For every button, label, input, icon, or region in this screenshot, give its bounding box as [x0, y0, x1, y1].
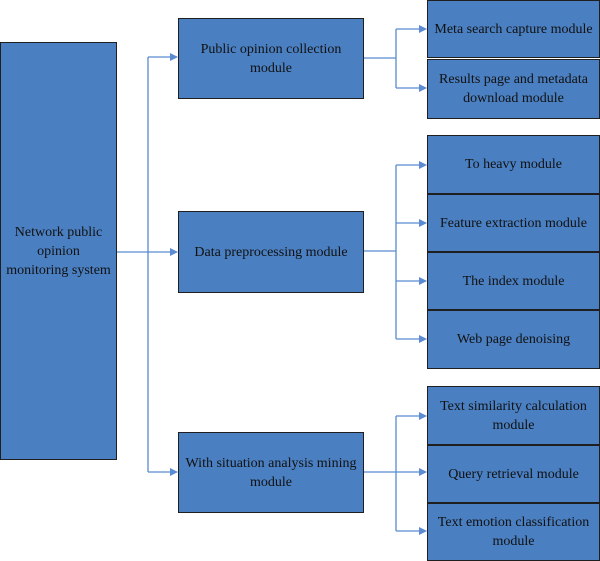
- submodule-meta-search-capture: Meta search capture module: [427, 0, 600, 58]
- module-situation-analysis-mining: With situation analysis mining module: [178, 432, 364, 513]
- submodule-to-heavy: To heavy module: [427, 135, 600, 194]
- submodule-label: Results page and metadata download modul…: [439, 72, 588, 106]
- connector-situation-to-children: [364, 412, 427, 535]
- submodule-label: To heavy module: [465, 157, 562, 172]
- submodule-index: The index module: [427, 252, 600, 310]
- submodule-results-page-metadata-download: Results page and metadata download modul…: [427, 59, 600, 119]
- module-label: Data preprocessing module: [194, 244, 348, 260]
- connector-preprocessing-to-children: [364, 161, 427, 343]
- submodule-label: The index module: [462, 273, 565, 289]
- module-label: With situation analysis mining module: [185, 455, 357, 490]
- submodule-label: Web page denoising: [456, 332, 571, 347]
- submodule-feature-extraction: Feature extraction module: [427, 194, 600, 252]
- submodule-label: Meta search capture module: [434, 21, 593, 37]
- submodule-label: Query retrieval module: [448, 466, 579, 482]
- submodule-web-page-denoising: Web page denoising: [427, 310, 600, 369]
- submodule-label: Feature extraction module: [440, 215, 587, 231]
- submodule-query-retrieval: Query retrieval module: [427, 445, 600, 503]
- root-node-label: Network public opinion monitoring system: [6, 224, 111, 278]
- module-label: Public opinion collection module: [200, 41, 342, 76]
- connector-root-to-modules: [117, 53, 178, 476]
- submodule-text-similarity-calculation: Text similarity calculation module: [427, 386, 600, 445]
- connector-collection-to-children: [364, 25, 427, 92]
- module-data-preprocessing: Data preprocessing module: [178, 211, 364, 293]
- submodule-label: Text emotion classification module: [437, 515, 590, 549]
- root-node: Network public opinion monitoring system: [0, 42, 117, 460]
- submodule-label: Text similarity calculation module: [440, 398, 587, 433]
- module-public-opinion-collection: Public opinion collection module: [178, 18, 364, 99]
- submodule-text-emotion-classification: Text emotion classification module: [427, 503, 600, 561]
